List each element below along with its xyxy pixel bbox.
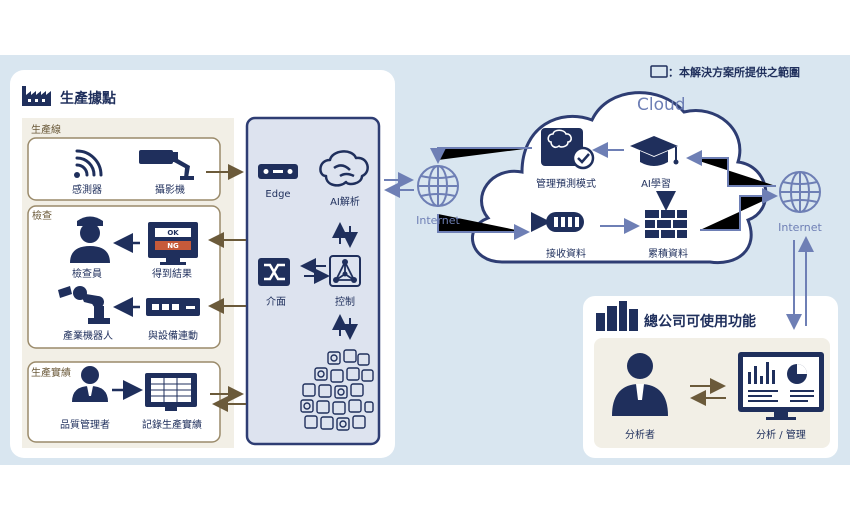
interface-label: 介面 [266, 296, 286, 308]
internet-globe-icon-right [779, 171, 821, 213]
arrow-internet-to-learning [686, 150, 776, 187]
hq-title: 總公司可使用功能 [644, 313, 756, 330]
office-building-icon [596, 301, 638, 331]
receive-data-label: 接收資料 [546, 247, 586, 260]
ng-label: NG [167, 242, 179, 250]
legend-text: ：本解決方案所提供之範圍 [668, 65, 800, 79]
arrow-accumulate-to-internet [700, 188, 778, 231]
ok-label: OK [167, 229, 179, 237]
ai-learning-label: AI學習 [641, 177, 671, 190]
inspector-icon [70, 216, 110, 263]
line-section-title: 生產線 [31, 123, 61, 136]
production-line-section [27, 137, 221, 201]
prediction-model-label: 管理預測模式 [536, 177, 596, 190]
result-monitor-icon [148, 222, 198, 265]
equipment-label: 與設備連動 [148, 329, 198, 342]
receive-data-icon [531, 212, 584, 232]
internet-label-left: Internet [416, 214, 460, 227]
analyst-icon [612, 353, 668, 416]
quality-manager-icon [72, 366, 108, 402]
edge-device-icon [258, 164, 298, 179]
prediction-model-icon [541, 128, 595, 170]
camera-icon [139, 150, 194, 180]
arrow-model-to-internet [430, 147, 532, 164]
interface-switch-icon [258, 258, 290, 286]
record-label: 記錄生產實績 [142, 418, 202, 431]
robot-label: 產業機器人 [63, 329, 113, 342]
arrow-internet-to-receive [437, 214, 530, 240]
analyst-label: 分析者 [625, 428, 655, 441]
analysis-dashboard-icon [738, 352, 824, 420]
edge-label: Edge [265, 189, 290, 200]
control-network-icon [329, 255, 361, 287]
inspector-label: 檢查員 [72, 267, 102, 280]
result-label: 得到結果 [152, 267, 192, 280]
site-title: 生產據點 [60, 90, 116, 107]
internet-globe-icon-left [417, 165, 459, 207]
equipment-icon [146, 298, 200, 316]
manager-label: 品質管理者 [60, 418, 110, 431]
accumulate-data-label: 累積資料 [648, 247, 688, 260]
sensor-icon [74, 149, 103, 178]
sensor-label: 感測器 [72, 183, 102, 196]
ai-learning-cap-icon [630, 136, 679, 166]
accumulate-data-icon [645, 191, 687, 238]
industrial-robot-icon [58, 286, 110, 324]
cloud-title: Cloud [637, 95, 686, 115]
camera-label: 攝影機 [155, 183, 185, 196]
control-label: 控制 [335, 295, 355, 308]
analysis-management-label: 分析 / 管理 [756, 428, 806, 441]
factory-icon [22, 86, 51, 106]
internet-label-right: Internet [778, 221, 822, 234]
app-icons-collage [300, 349, 374, 431]
legend-swatch [650, 65, 668, 78]
record-section-title: 生產實績 [31, 366, 71, 379]
ai-analysis-label: AI解析 [330, 195, 360, 208]
production-record-monitor-icon [145, 373, 197, 411]
ai-brain-icon [319, 150, 369, 187]
inspection-section-title: 檢查 [32, 209, 52, 222]
